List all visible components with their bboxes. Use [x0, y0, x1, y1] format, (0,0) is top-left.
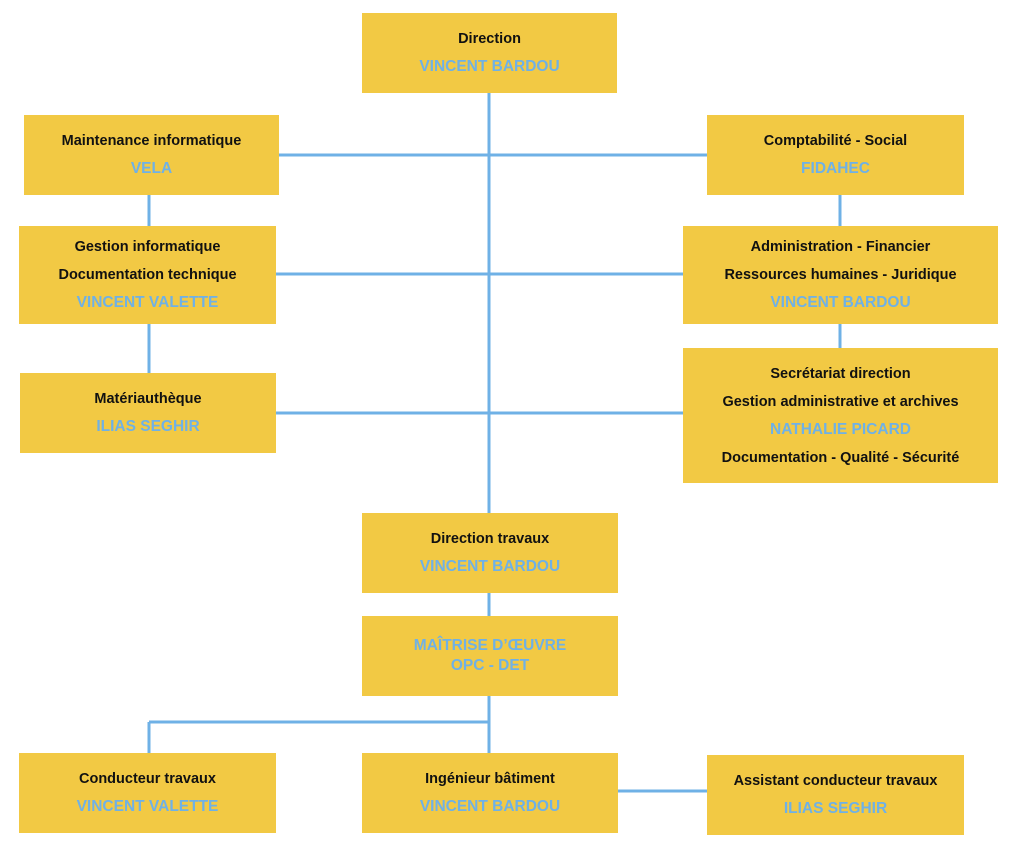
person-name: ILIAS SEGHIR	[96, 418, 200, 435]
box-direction: Direction VINCENT BARDOU	[362, 13, 617, 93]
role-label: Direction	[458, 31, 521, 47]
role-label: Documentation - Qualité - Sécurité	[721, 449, 960, 466]
box-assistant-conducteur: Assistant conducteur travaux ILIAS SEGHI…	[707, 755, 964, 835]
role-label: Gestion informatique	[74, 239, 221, 255]
role-label: Secrétariat direction	[770, 365, 911, 382]
role-label: Conducteur travaux	[79, 771, 216, 787]
person-name: VINCENT BARDOU	[419, 58, 560, 75]
person-name: ILIAS SEGHIR	[783, 800, 888, 817]
role-label: Ingénieur bâtiment	[425, 771, 555, 787]
person-name: VINCENT VALETTE	[76, 798, 219, 815]
role-label: Assistant conducteur travaux	[733, 773, 938, 789]
box-comptabilite-social: Comptabilité - Social FIDAHEC	[707, 115, 964, 195]
person-name: VINCENT VALETTE	[76, 294, 219, 311]
moe-title: MAÎTRISE D’ŒUVRE	[413, 637, 567, 654]
box-administration: Administration - Financier Ressources hu…	[683, 226, 998, 324]
box-maitrise-oeuvre: MAÎTRISE D’ŒUVRE OPC - DET	[362, 616, 618, 696]
person-name: VINCENT BARDOU	[770, 294, 911, 311]
box-materiautheque: Matériauthèque ILIAS SEGHIR	[20, 373, 276, 453]
box-conducteur-travaux: Conducteur travaux VINCENT VALETTE	[19, 753, 276, 833]
box-gestion-informatique: Gestion informatique Documentation techn…	[19, 226, 276, 324]
person-name: NATHALIE PICARD	[770, 420, 911, 438]
role-label: Comptabilité - Social	[763, 133, 908, 149]
person-name: VINCENT BARDOU	[419, 558, 561, 575]
box-maintenance-informatique: Maintenance informatique VELA	[24, 115, 279, 195]
role-label: Maintenance informatique	[61, 133, 242, 149]
box-ingenieur-batiment: Ingénieur bâtiment VINCENT BARDOU	[362, 753, 618, 833]
role-label: Documentation technique	[58, 267, 237, 283]
role-label: Gestion administrative et archives	[722, 393, 959, 410]
role-label: Administration - Financier	[750, 239, 931, 255]
role-label: Matériauthèque	[94, 391, 202, 407]
box-secretariat-direction: Secrétariat direction Gestion administra…	[683, 348, 998, 483]
person-name: FIDAHEC	[801, 160, 870, 177]
role-label: Direction travaux	[430, 531, 550, 547]
role-label: Ressources humaines - Juridique	[724, 267, 957, 283]
person-name: VINCENT BARDOU	[419, 798, 561, 815]
person-name: VELA	[130, 160, 173, 177]
moe-subtitle: OPC - DET	[450, 657, 530, 674]
box-direction-travaux: Direction travaux VINCENT BARDOU	[362, 513, 618, 593]
